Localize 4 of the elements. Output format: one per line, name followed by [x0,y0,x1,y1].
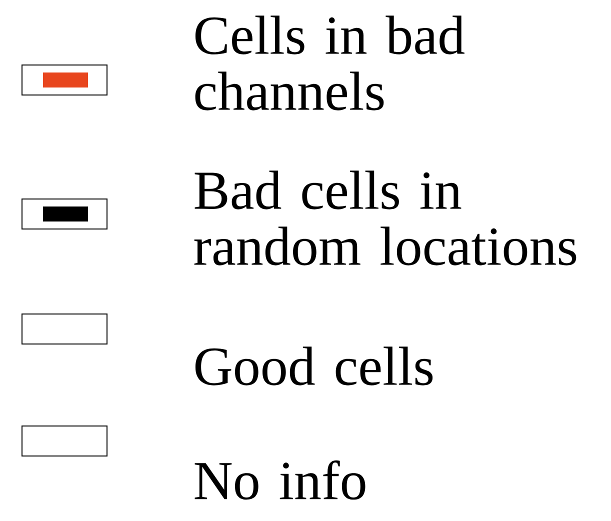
legend-label: Good cells [195,346,433,386]
legend-label: Cells in bad channels [195,16,464,110]
legend-label: No info [194,460,366,500]
legend-label: Bad cells in random locations [194,170,576,266]
